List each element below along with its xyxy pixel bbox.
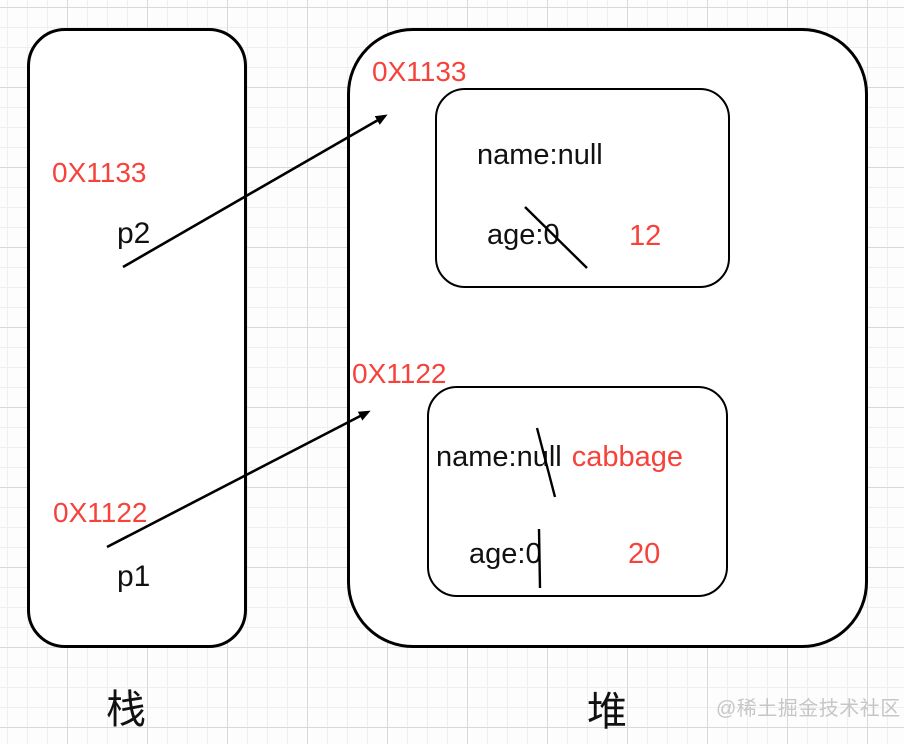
stack-region-box (27, 28, 247, 648)
stack-variable-p2: p2 (117, 217, 151, 250)
object2-age-field: age:0 (469, 538, 542, 570)
heap-address-0x1122: 0X1122 (352, 358, 447, 389)
heap-region-label: 堆 (587, 690, 627, 734)
object2-updated-name: cabbage (571, 441, 684, 473)
watermark-text: @稀土掘金技术社区 (716, 698, 901, 720)
stack-address-p1: 0X1122 (53, 497, 148, 528)
stack-region-label: 栈 (106, 688, 146, 732)
object2-updated-age: 20 (628, 538, 661, 570)
object1-age-field: age:0 (487, 219, 560, 251)
object1-updated-age: 12 (629, 220, 662, 252)
heap-object-box-0x1133 (435, 88, 730, 288)
object2-name-line: name:null cabbage (436, 441, 684, 474)
object2-name-field: name:null (436, 441, 562, 473)
object1-name-field: name:null (477, 139, 603, 171)
stack-address-p2: 0X1133 (52, 157, 147, 188)
heap-object-box-0x1122 (427, 386, 728, 597)
heap-address-0x1133: 0X1133 (372, 56, 467, 87)
stack-variable-p1: p1 (117, 560, 151, 593)
